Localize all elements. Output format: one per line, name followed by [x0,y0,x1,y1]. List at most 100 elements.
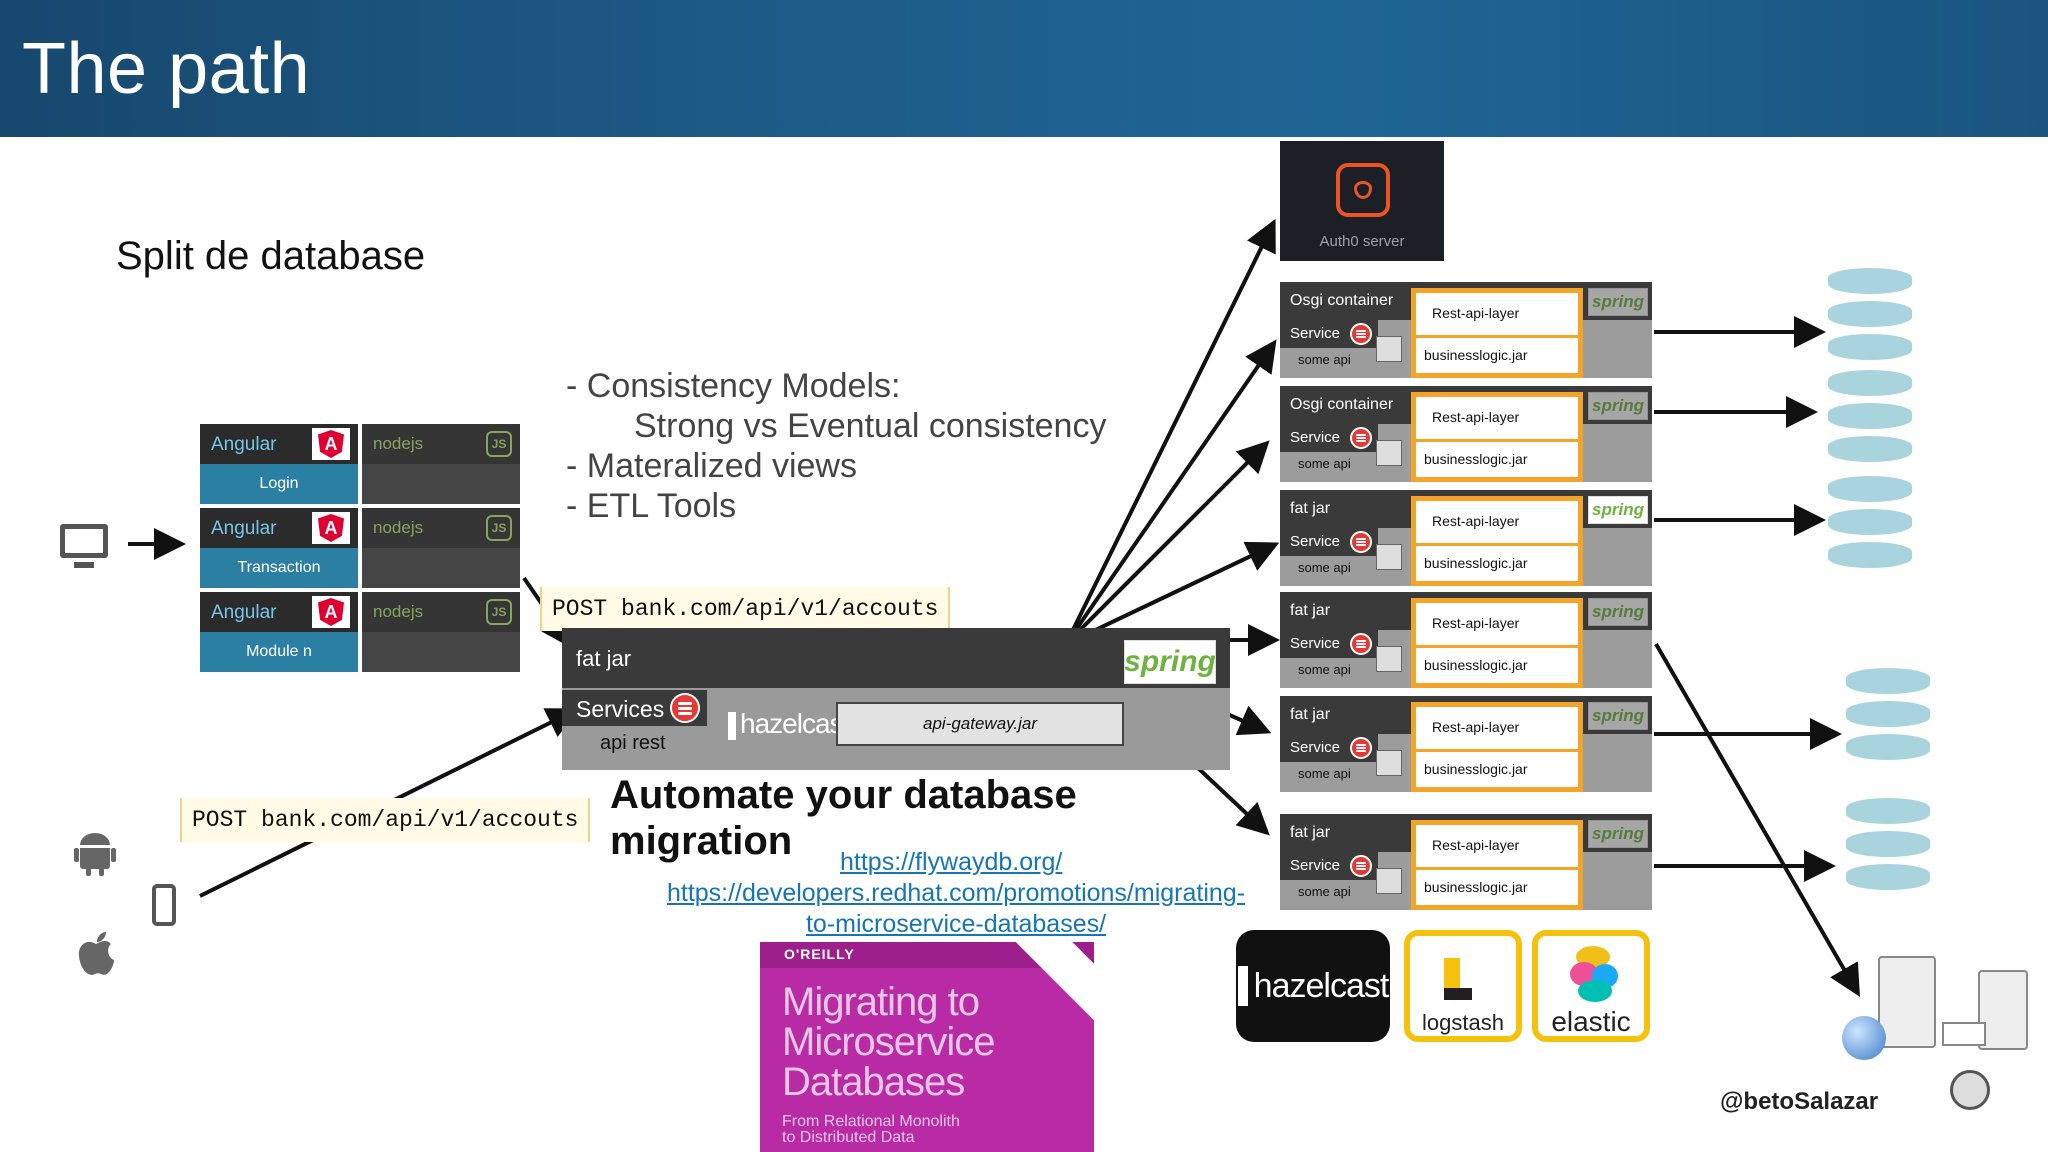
container-label: Osgi container [1290,396,1394,413]
backend-card-login: nodejs JS [362,424,520,504]
backend-card-module-n: nodejs JS [362,592,520,672]
some-api-label: some api [1298,456,1351,471]
jar-icon [1376,646,1402,672]
jar-icon [1376,750,1402,776]
module-label: Module n [200,632,358,672]
database-cylinder-3 [1828,476,1912,568]
backend-label: nodejs [373,518,424,537]
database-icon [1350,427,1372,449]
redhat-link[interactable]: https://developers.redhat.com/promotions… [666,879,1246,938]
frontend-card-transaction: Angular A Transaction [200,508,358,588]
elastic-logo: elastic [1532,930,1650,1042]
some-api-label: some api [1298,766,1351,781]
post-request-label-top: POST bank.com/api/v1/accouts [540,587,951,631]
rest-api-box: Rest-api-layer businesslogic.jar [1411,288,1583,378]
gateway-api-rest-label: api rest [600,732,666,754]
frontend-card-module-n: Angular A Module n [200,592,358,672]
database-cylinder-4 [1846,668,1930,760]
database-cylinder-5 [1846,798,1930,890]
rest-api-box: Rest-api-layer businesslogic.jar [1411,496,1583,586]
container-label: fat jar [1290,602,1331,619]
database-icon [1350,323,1372,345]
service-label: Service [1290,533,1341,550]
gateway-fat-jar-label: fat jar [576,646,632,671]
framework-label: Angular [211,518,277,539]
angular-icon: A [312,596,350,628]
business-logic-label: businesslogic.jar [1424,657,1528,673]
business-logic-label: businesslogic.jar [1424,761,1528,777]
auth0-caption: Auth0 server [1319,233,1405,250]
service-label: Service [1290,429,1341,446]
rest-api-layer-label: Rest-api-layer [1432,615,1520,631]
nodejs-icon: JS [486,431,512,457]
some-api-label: some api [1298,884,1351,899]
nodejs-icon: JS [486,515,512,541]
container-label: fat jar [1290,500,1331,517]
some-api-label: some api [1298,352,1351,367]
bullet-consistency-detail: Strong vs Eventual consistency [634,407,1107,445]
service-label: Service [1290,739,1341,756]
database-icon [1350,633,1372,655]
server-icon [1878,956,1936,1048]
auth0-icon [1336,163,1390,217]
slide-title: The path [22,29,311,109]
flyway-link[interactable]: https://flywaydb.org/ [840,848,1063,876]
arrow-gateway-to-svc3 [1065,541,1280,646]
rest-api-layer-label: Rest-api-layer [1432,719,1520,735]
book-subtitle: From Relational Monolith to Distributed … [782,1113,960,1146]
backend-label: nodejs [373,434,424,453]
rest-api-box: Rest-api-layer businesslogic.jar [1411,820,1583,910]
desktop-stand [74,562,94,568]
spring-logo: spring [1588,702,1648,730]
server-icon [1978,970,2028,1050]
bullet-consistency: - Consistency Models: [566,367,901,405]
android-icon [74,833,116,876]
service-box-6: fat jar Service some api Rest-api-layer … [1280,814,1652,910]
container-label: Osgi container [1290,292,1394,309]
service-box-4: fat jar Service some api Rest-api-layer … [1280,592,1652,688]
framework-label: Angular [211,602,277,623]
service-box-1: Osgi container Service some api Rest-api… [1280,282,1652,378]
service-label: Service [1290,857,1341,874]
hazelcast-label: hazelcast [740,708,850,739]
container-label: fat jar [1290,824,1331,841]
auth0-server: Auth0 server [1280,141,1444,261]
id-card-icon [1942,1022,1986,1046]
rest-api-layer-label: Rest-api-layer [1432,409,1520,425]
jar-icon [1376,544,1402,570]
database-icon [1350,855,1372,877]
hazelcast-logo-label: hazelcast [1253,966,1390,1005]
author-handle: @betoSalazar [1720,1088,1879,1115]
bullet-list: - Consistency Models: Strong vs Eventual… [566,366,1106,526]
jar-icon [1376,868,1402,894]
database-cylinder-2 [1828,370,1912,462]
book-cover: O'REILLY Migrating to Microservice Datab… [760,942,1094,1152]
bullet-etl-tools: - ETL Tools [566,487,737,525]
rest-api-layer-label: Rest-api-layer [1432,513,1520,529]
apple-icon [78,932,114,975]
database-icon [670,693,700,723]
nodejs-icon: JS [486,599,512,625]
gateway-header [562,628,1230,688]
service-label: Service [1290,635,1341,652]
title-banner [0,0,2048,137]
spring-logo: spring [1588,392,1648,420]
angular-icon: A [312,428,350,460]
api-gateway-jar: api-gateway.jar [836,702,1124,746]
business-logic-label: businesslogic.jar [1424,451,1528,467]
arrow-gateway-to-svc2 [1064,440,1270,646]
elastic-icon [1570,946,1618,1004]
service-label: Service [1290,325,1341,342]
jar-icon [1376,336,1402,362]
hazelcast-icon [728,712,736,740]
service-box-3: fat jar Service some api Rest-api-layer … [1280,490,1652,586]
backend-label: nodejs [373,602,424,621]
globe-icon [1842,1016,1886,1060]
some-api-label: some api [1298,662,1351,677]
database-icon [1350,531,1372,553]
hazelcast-logo: hazelcast [1236,930,1390,1042]
angular-icon: A [312,512,350,544]
spring-logo: spring [1588,496,1648,524]
desktop-icon [60,524,108,558]
database-cylinder-1 [1828,268,1912,360]
